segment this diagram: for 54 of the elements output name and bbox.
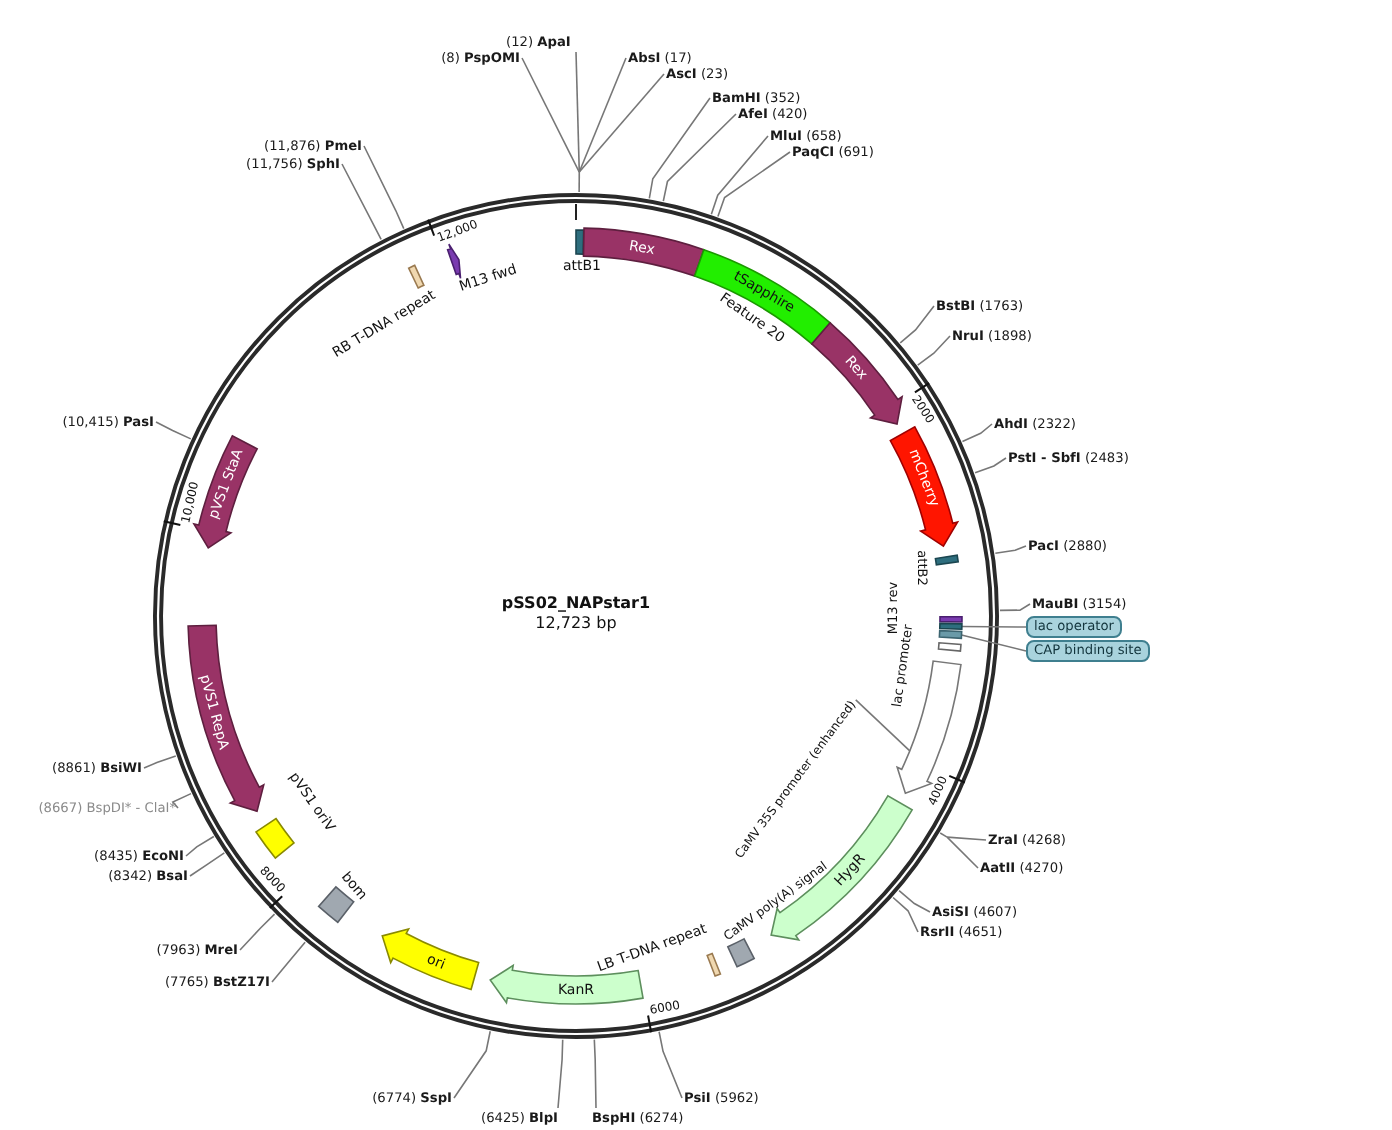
leader-line [271, 941, 306, 983]
leader-line [946, 836, 987, 841]
leader-line [662, 113, 737, 202]
leader-line [143, 755, 177, 769]
feature-block [938, 629, 963, 640]
leader-line [453, 1030, 492, 1099]
feature-block [934, 554, 959, 566]
leader-line [974, 457, 1007, 474]
leader-line [658, 1031, 683, 1099]
feature-block [727, 938, 755, 968]
leader-line [892, 896, 919, 933]
feature-block [939, 615, 963, 623]
leader-line [575, 51, 581, 173]
feature-block [706, 952, 722, 977]
feature-block [693, 248, 831, 345]
plasmid-name: pSS02_NAPstar1 [501, 594, 651, 614]
leader-line [521, 57, 581, 173]
leader-line [189, 852, 226, 877]
leader-line [155, 421, 192, 440]
leader-line [994, 545, 1027, 555]
leader-line [557, 1039, 564, 1109]
directional-feature [381, 928, 480, 991]
leader-line [899, 305, 935, 344]
leader-line [578, 57, 627, 173]
feature-block [939, 622, 963, 630]
leader-line [578, 171, 581, 193]
leader-line [898, 889, 931, 913]
feature-block [575, 229, 585, 255]
leader-line [961, 423, 993, 443]
leader-line [717, 151, 791, 218]
leader-line [946, 836, 979, 869]
directional-feature [811, 322, 903, 425]
feature-block [407, 264, 425, 289]
leader-line [960, 634, 1027, 652]
leader-line [648, 97, 711, 200]
feature-block [937, 642, 962, 652]
leader-line [939, 832, 948, 838]
leader-line [341, 163, 382, 241]
leader-line [999, 603, 1031, 612]
directional-feature [187, 624, 265, 813]
leader-line [710, 135, 769, 215]
feature-block [255, 817, 295, 859]
leader-line [578, 73, 665, 173]
leader-line [916, 335, 951, 366]
leader-line [961, 625, 1027, 628]
leader-line [239, 913, 276, 951]
leader-line [185, 835, 215, 857]
leader-line [171, 792, 192, 809]
leader-line [363, 145, 405, 230]
leader-line [854, 699, 911, 752]
directional-feature [889, 426, 959, 547]
plasmid-size: 12,723 bp [535, 614, 617, 634]
leader-line [593, 1038, 597, 1109]
directional-feature [446, 243, 462, 279]
